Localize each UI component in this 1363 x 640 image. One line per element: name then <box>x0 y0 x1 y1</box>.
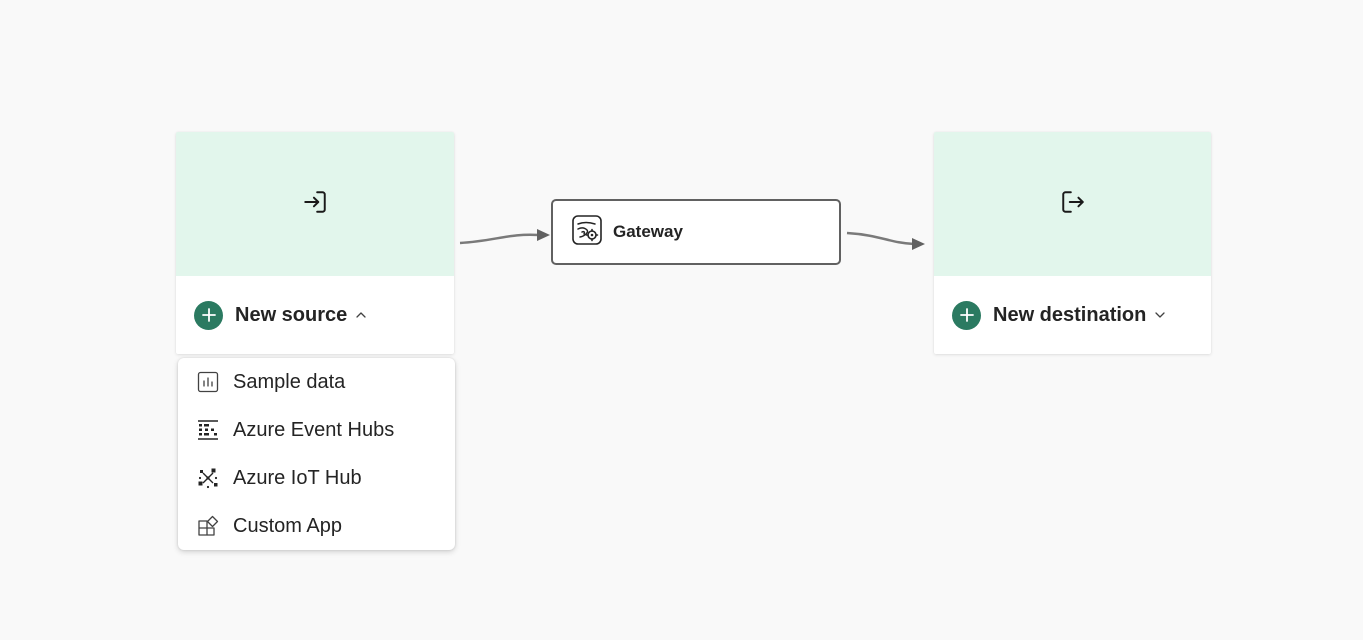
chart-bars-icon <box>196 370 220 394</box>
menu-item-azure-event-hubs[interactable]: Azure Event Hubs <box>178 406 455 454</box>
gateway-stream-icon <box>571 214 603 251</box>
enter-arrow-icon <box>302 189 328 220</box>
new-source-button[interactable]: New source <box>176 276 454 354</box>
new-destination-label: New destination <box>993 303 1147 326</box>
plus-circle-icon <box>952 300 981 330</box>
event-hubs-icon <box>196 418 220 442</box>
gateway-node[interactable]: Gateway <box>551 199 841 265</box>
chevron-up-icon <box>355 309 367 321</box>
source-node-header <box>176 132 454 276</box>
menu-item-label: Custom App <box>233 514 342 537</box>
source-node[interactable]: New source <box>176 132 454 354</box>
menu-item-label: Sample data <box>233 370 346 393</box>
plus-circle-icon <box>194 300 223 330</box>
source-to-gateway-connector <box>459 233 540 245</box>
gateway-to-destination-arrowhead <box>912 238 925 250</box>
menu-item-custom-app[interactable]: Custom App <box>178 502 455 550</box>
new-destination-button[interactable]: New destination <box>934 276 1211 354</box>
gateway-label: Gateway <box>613 222 683 241</box>
new-source-label: New source <box>235 303 348 326</box>
destination-node[interactable]: New destination <box>934 132 1211 354</box>
chevron-down-icon <box>1154 309 1166 321</box>
menu-item-label: Azure Event Hubs <box>233 418 395 441</box>
exit-arrow-icon <box>1060 189 1086 220</box>
destination-node-header <box>934 132 1211 276</box>
source-dropdown-menu: Sample data Azure Event Hubs <box>178 358 455 550</box>
menu-item-sample-data[interactable]: Sample data <box>178 358 455 406</box>
source-to-gateway-arrowhead <box>537 229 550 241</box>
gateway-to-destination-connector <box>846 231 915 246</box>
iot-hub-icon <box>196 466 220 490</box>
menu-item-azure-iot-hub[interactable]: Azure IoT Hub <box>178 454 455 502</box>
custom-app-icon <box>196 514 220 538</box>
menu-item-label: Azure IoT Hub <box>233 466 362 489</box>
